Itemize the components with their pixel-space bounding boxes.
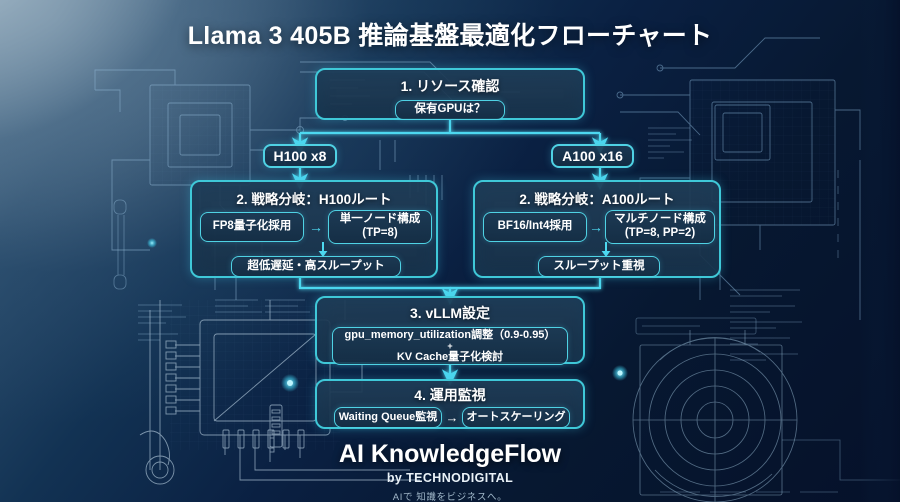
page-title: Llama 3 405B 推論基盤最適化フローチャート	[187, 22, 713, 50]
branch-label-a100[interactable]: A100 x16	[551, 144, 634, 168]
node-step-3-item[interactable]: gpu_memory_utilization調整（0.9-0.95） + KV …	[332, 327, 568, 365]
node-step-2-left-item2-line1: 単一ノード構成	[339, 213, 421, 226]
node-step-2-right-item3[interactable]: スループット重視	[538, 256, 660, 277]
node-step-2-left-item2[interactable]: 単一ノード構成 (TP=8)	[328, 210, 432, 244]
node-step-4-item1[interactable]: Waiting Queue監視	[334, 406, 442, 428]
node-step-2-right-header: 2. 戦略分岐：A100ルート	[519, 192, 675, 207]
node-step-2-left-item2-line2: (TP=8)	[362, 227, 398, 239]
node-step-3-item-line3: KV Cache量子化検討	[396, 351, 504, 364]
branch-label-h100[interactable]: H100 x8	[263, 144, 337, 168]
node-step-1-header: 1. リソース確認	[400, 78, 500, 94]
node-step-2-left-row: FP8量子化採用 → 単一ノード構成 (TP=8)	[200, 210, 432, 244]
inline-arrow-icon-right: →	[589, 219, 603, 235]
node-step-2-right-item2-line1: マルチノード構成	[614, 213, 706, 226]
brand-by: by TECHNODIGITAL	[386, 471, 514, 485]
node-step-2-right-item2-line2: (TP=8, PP=2)	[624, 227, 696, 239]
node-step-2-left-inner-arrow	[318, 242, 328, 257]
node-step-4[interactable]: 4. 運用監視 Waiting Queue監視 → オートスケーリング	[315, 379, 585, 429]
node-step-4-item2[interactable]: オートスケーリング	[462, 406, 570, 428]
node-step-2-left-header: 2. 戦略分岐：H100ルート	[236, 192, 392, 207]
node-step-2-right-item2[interactable]: マルチノード構成 (TP=8, PP=2)	[605, 210, 715, 244]
node-step-1-item[interactable]: 保有GPUは？	[395, 100, 505, 120]
node-step-2-left[interactable]: 2. 戦略分岐：H100ルート FP8量子化採用 → 単一ノード構成 (TP=8…	[190, 180, 438, 278]
node-step-1[interactable]: 1. リソース確認 保有GPUは？	[315, 68, 585, 120]
node-step-3-header: 3. vLLM設定	[409, 305, 491, 321]
node-step-2-right[interactable]: 2. 戦略分岐：A100ルート BF16/Int4採用 → マルチノード構成 (…	[473, 180, 721, 278]
node-step-2-left-item1[interactable]: FP8量子化採用	[200, 212, 304, 242]
node-step-3-item-line1: gpu_memory_utilization調整（0.9-0.95）	[344, 328, 556, 341]
node-step-4-row: Waiting Queue監視 → オートスケーリング	[334, 406, 570, 428]
brand-tagline: AIで 知識をビジネスへ。	[392, 492, 508, 502]
node-step-2-right-inner-arrow	[601, 242, 611, 257]
node-step-3[interactable]: 3. vLLM設定 gpu_memory_utilization調整（0.9-0…	[315, 296, 585, 365]
node-step-2-right-item1[interactable]: BF16/Int4採用	[483, 212, 587, 242]
node-step-4-header: 4. 運用監視	[414, 387, 486, 403]
step-4-arrow-icon: →	[445, 409, 459, 425]
node-step-3-item-line2: +	[447, 340, 453, 351]
node-step-2-left-item3[interactable]: 超低遅延・高スループット	[231, 256, 401, 277]
brand-name: AI KnowledgeFlow	[338, 440, 562, 468]
node-step-2-right-row: BF16/Int4採用 → マルチノード構成 (TP=8, PP=2)	[483, 210, 715, 244]
inline-arrow-icon-left: →	[309, 219, 323, 235]
footer-branding: AI KnowledgeFlow by TECHNODIGITAL AIで 知識…	[0, 440, 900, 502]
